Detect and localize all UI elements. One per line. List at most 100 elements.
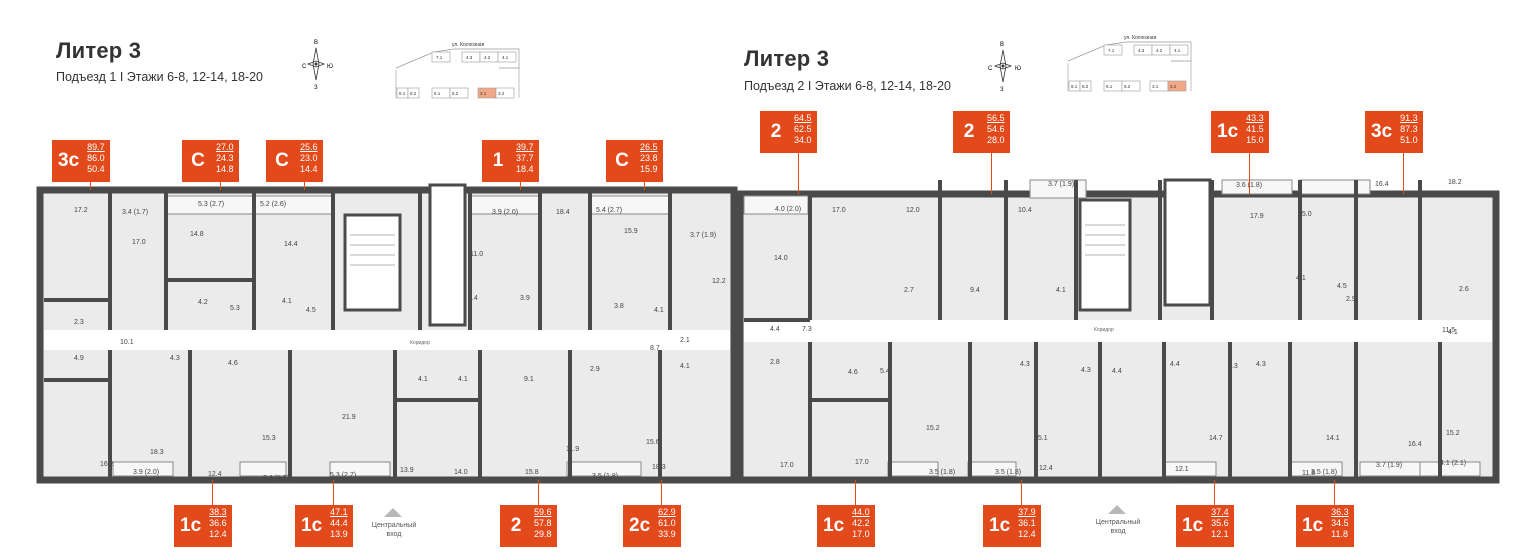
compass-north-label: В — [314, 40, 318, 46]
apartment-type: 2с — [623, 505, 657, 547]
badge-leader-line — [1403, 153, 1404, 194]
compass-icon: В З С Ю — [302, 40, 333, 90]
room-area-label: 3.5 (1.8) — [995, 469, 1021, 476]
room-area-label: 4.2 — [198, 299, 208, 306]
key-plan-cell-label: 7.1 — [436, 55, 443, 60]
room-area-label: 17.0 — [132, 239, 146, 246]
room-area-label: 3.9 — [520, 295, 530, 302]
room-area-label: 16.4 — [1375, 181, 1389, 188]
key-plan-cell — [1169, 44, 1189, 56]
area-living: 44.4 — [330, 518, 348, 528]
entrance-label: Центральный вход — [1095, 519, 1141, 535]
key-plan-cell-label: 3.1 — [480, 91, 487, 96]
room-area-label: 4.1 — [1296, 275, 1306, 282]
room-area-label: 11.9 — [566, 446, 579, 453]
room-area-label: 14.8 — [190, 231, 204, 238]
area-room: 15.9 — [640, 164, 658, 174]
key-plan-cell — [449, 87, 469, 99]
key-plan-cell-label: 6.1 — [1106, 84, 1113, 89]
room-area-label: 11.0 — [470, 251, 483, 258]
key-plan-cell-label: 6.2 — [452, 91, 459, 96]
area-total: 91.3 — [1400, 113, 1418, 123]
room-area-label: 5.3 — [230, 305, 240, 312]
area-room: 12.4 — [209, 529, 227, 539]
area-total: 37.4 — [1211, 507, 1229, 517]
room-area-label: 12.4 — [208, 471, 222, 478]
apartment-type: С — [182, 140, 214, 182]
room-area-label: 12.4 — [1039, 465, 1053, 472]
key-plan-cell-label: 8.1 — [1071, 84, 1078, 89]
street-label: ул. Колхозная — [452, 42, 485, 48]
area-room: 15.0 — [1246, 135, 1264, 145]
room-area-label: 21.9 — [342, 414, 356, 421]
compass-south-label: З — [314, 85, 318, 90]
compass-east-label: Ю — [1015, 66, 1021, 72]
key-plan-outline — [395, 48, 520, 69]
room-area-label: 11.5 — [1442, 327, 1455, 334]
key-plan-cell-label: 4.3 — [466, 55, 473, 60]
room-area-label: 4.3 — [170, 355, 180, 362]
room-area-label: 4.1 — [282, 298, 292, 305]
apartment-type: 1с — [983, 505, 1017, 547]
badge-leader-line — [991, 153, 992, 194]
corridor-label: Коридор — [410, 340, 430, 346]
section2-title: Литер 3 — [744, 46, 830, 71]
room-area-label: 14.0 — [454, 469, 468, 476]
badge-leader-line — [520, 182, 521, 190]
badge-leader-line — [798, 153, 799, 194]
room-area-label: 4.4 — [468, 295, 478, 302]
room-area-label: 14.0 — [774, 255, 788, 262]
section2-subtitle: Подъезд 2 I Этажи 6-8, 12-14, 18-20 — [744, 79, 952, 93]
room-area-label: 2.9 — [590, 366, 600, 373]
area-living: 54.6 — [987, 124, 1005, 134]
compass-south-label: З — [1000, 87, 1004, 92]
room-area-label: 4.3 — [1256, 361, 1266, 368]
interior-walls — [44, 190, 672, 480]
area-total: 37.9 — [1018, 507, 1036, 517]
area-room: 33.9 — [658, 529, 676, 539]
area-living: 35.6 — [1211, 518, 1229, 528]
room-area-label: 14.4 — [284, 241, 298, 248]
room-area-label: 15.9 — [624, 228, 638, 235]
section1-subtitle: Подъезд 1 I Этажи 6-8, 12-14, 18-20 — [56, 70, 264, 84]
apartment-type: 1с — [174, 505, 208, 547]
room-area-label: 17.0 — [855, 459, 869, 466]
area-living: 42.2 — [852, 518, 870, 528]
section1-title: Литер 3 — [56, 38, 142, 63]
key-plan-cell-label: 4.2 — [484, 55, 491, 60]
apartment-type: 3с — [52, 140, 86, 182]
room-area-label: 18.4 — [556, 209, 570, 216]
area-total: 59.6 — [534, 507, 552, 517]
room-area-label: 4.4 — [770, 326, 780, 333]
room-area-label: 15.1 — [1034, 435, 1048, 442]
room-area-label: 15.0 — [1298, 211, 1312, 218]
key-plan-cell-label: 3.2 — [498, 91, 505, 96]
room-area-label: 3.5 (1.8) — [929, 469, 955, 476]
area-room: 14.8 — [216, 164, 234, 174]
